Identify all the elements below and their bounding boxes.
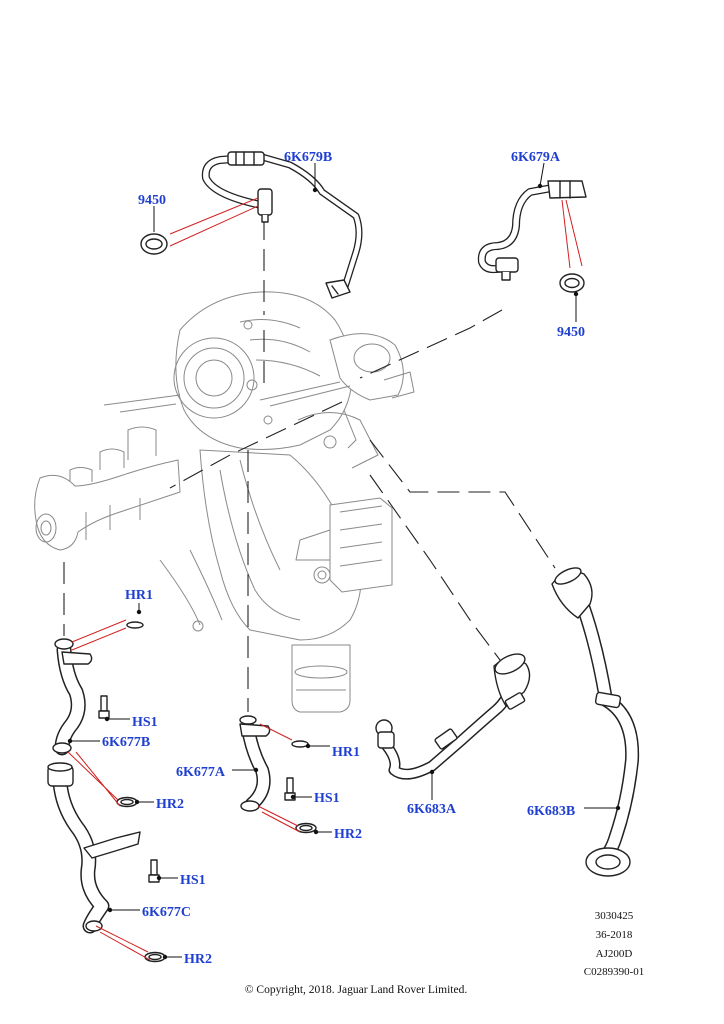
tube-6k677b: [52, 638, 93, 756]
oring-hr2-bottom: [144, 951, 166, 963]
oring-hr2-mid: [295, 822, 317, 834]
label-hr1-mid: HR1: [332, 745, 360, 760]
label-hr2-left: HR2: [156, 797, 184, 812]
copyright-notice: © Copyright, 2018. Jaguar Land Rover Lim…: [245, 984, 468, 996]
assembly-dash-lines: [63, 218, 556, 712]
tube-6k679b: [201, 151, 363, 299]
label-6k677c: 6K677C: [142, 905, 191, 920]
label-hr2-mid: HR2: [334, 827, 362, 842]
tube-6k679a: [477, 180, 587, 281]
label-9450-left: 9450: [138, 193, 166, 208]
hose-6k683b: [551, 567, 640, 877]
info-line-2: 36-2018: [596, 929, 633, 941]
label-6k683a: 6K683A: [407, 802, 457, 817]
label-9450-right: 9450: [557, 325, 585, 340]
oring-hr1-mid: [291, 740, 309, 748]
tube-6k677c: [47, 762, 141, 934]
illustration-info: 3030425 36-2018 AJ200D C0289390-01: [584, 910, 645, 978]
red-leader-lines: [67, 197, 583, 961]
label-6k679b: 6K679B: [284, 150, 332, 165]
oring-hr2-left: [116, 796, 138, 808]
tube-6k677a: [239, 715, 271, 812]
part-labels: 6K679B 6K679A 9450 9450 HR1 HS1 6K677B H…: [102, 150, 585, 967]
label-hs1-left: HS1: [132, 715, 158, 730]
turbocharger-assembly: [34, 291, 415, 713]
label-6k677b: 6K677B: [102, 735, 150, 750]
info-line-1: 3030425: [595, 910, 634, 922]
label-hr1-left: HR1: [125, 588, 153, 603]
oring-hr1-left: [126, 621, 144, 629]
bolt-hs1-left: [98, 695, 110, 719]
label-6k683b: 6K683B: [527, 804, 575, 819]
label-6k679a: 6K679A: [511, 150, 561, 165]
hose-6k683a: [375, 653, 531, 780]
label-hr2-bottom: HR2: [184, 952, 212, 967]
label-hs1-mid: HS1: [314, 791, 340, 806]
label-hs1-lower: HS1: [180, 873, 206, 888]
black-leader-lines: [67, 162, 621, 960]
info-line-4: C0289390-01: [584, 966, 645, 978]
washer-9450-right: [559, 273, 585, 293]
label-6k677a: 6K677A: [176, 765, 226, 780]
info-line-3: AJ200D: [596, 948, 633, 960]
washer-9450-left: [140, 233, 168, 255]
